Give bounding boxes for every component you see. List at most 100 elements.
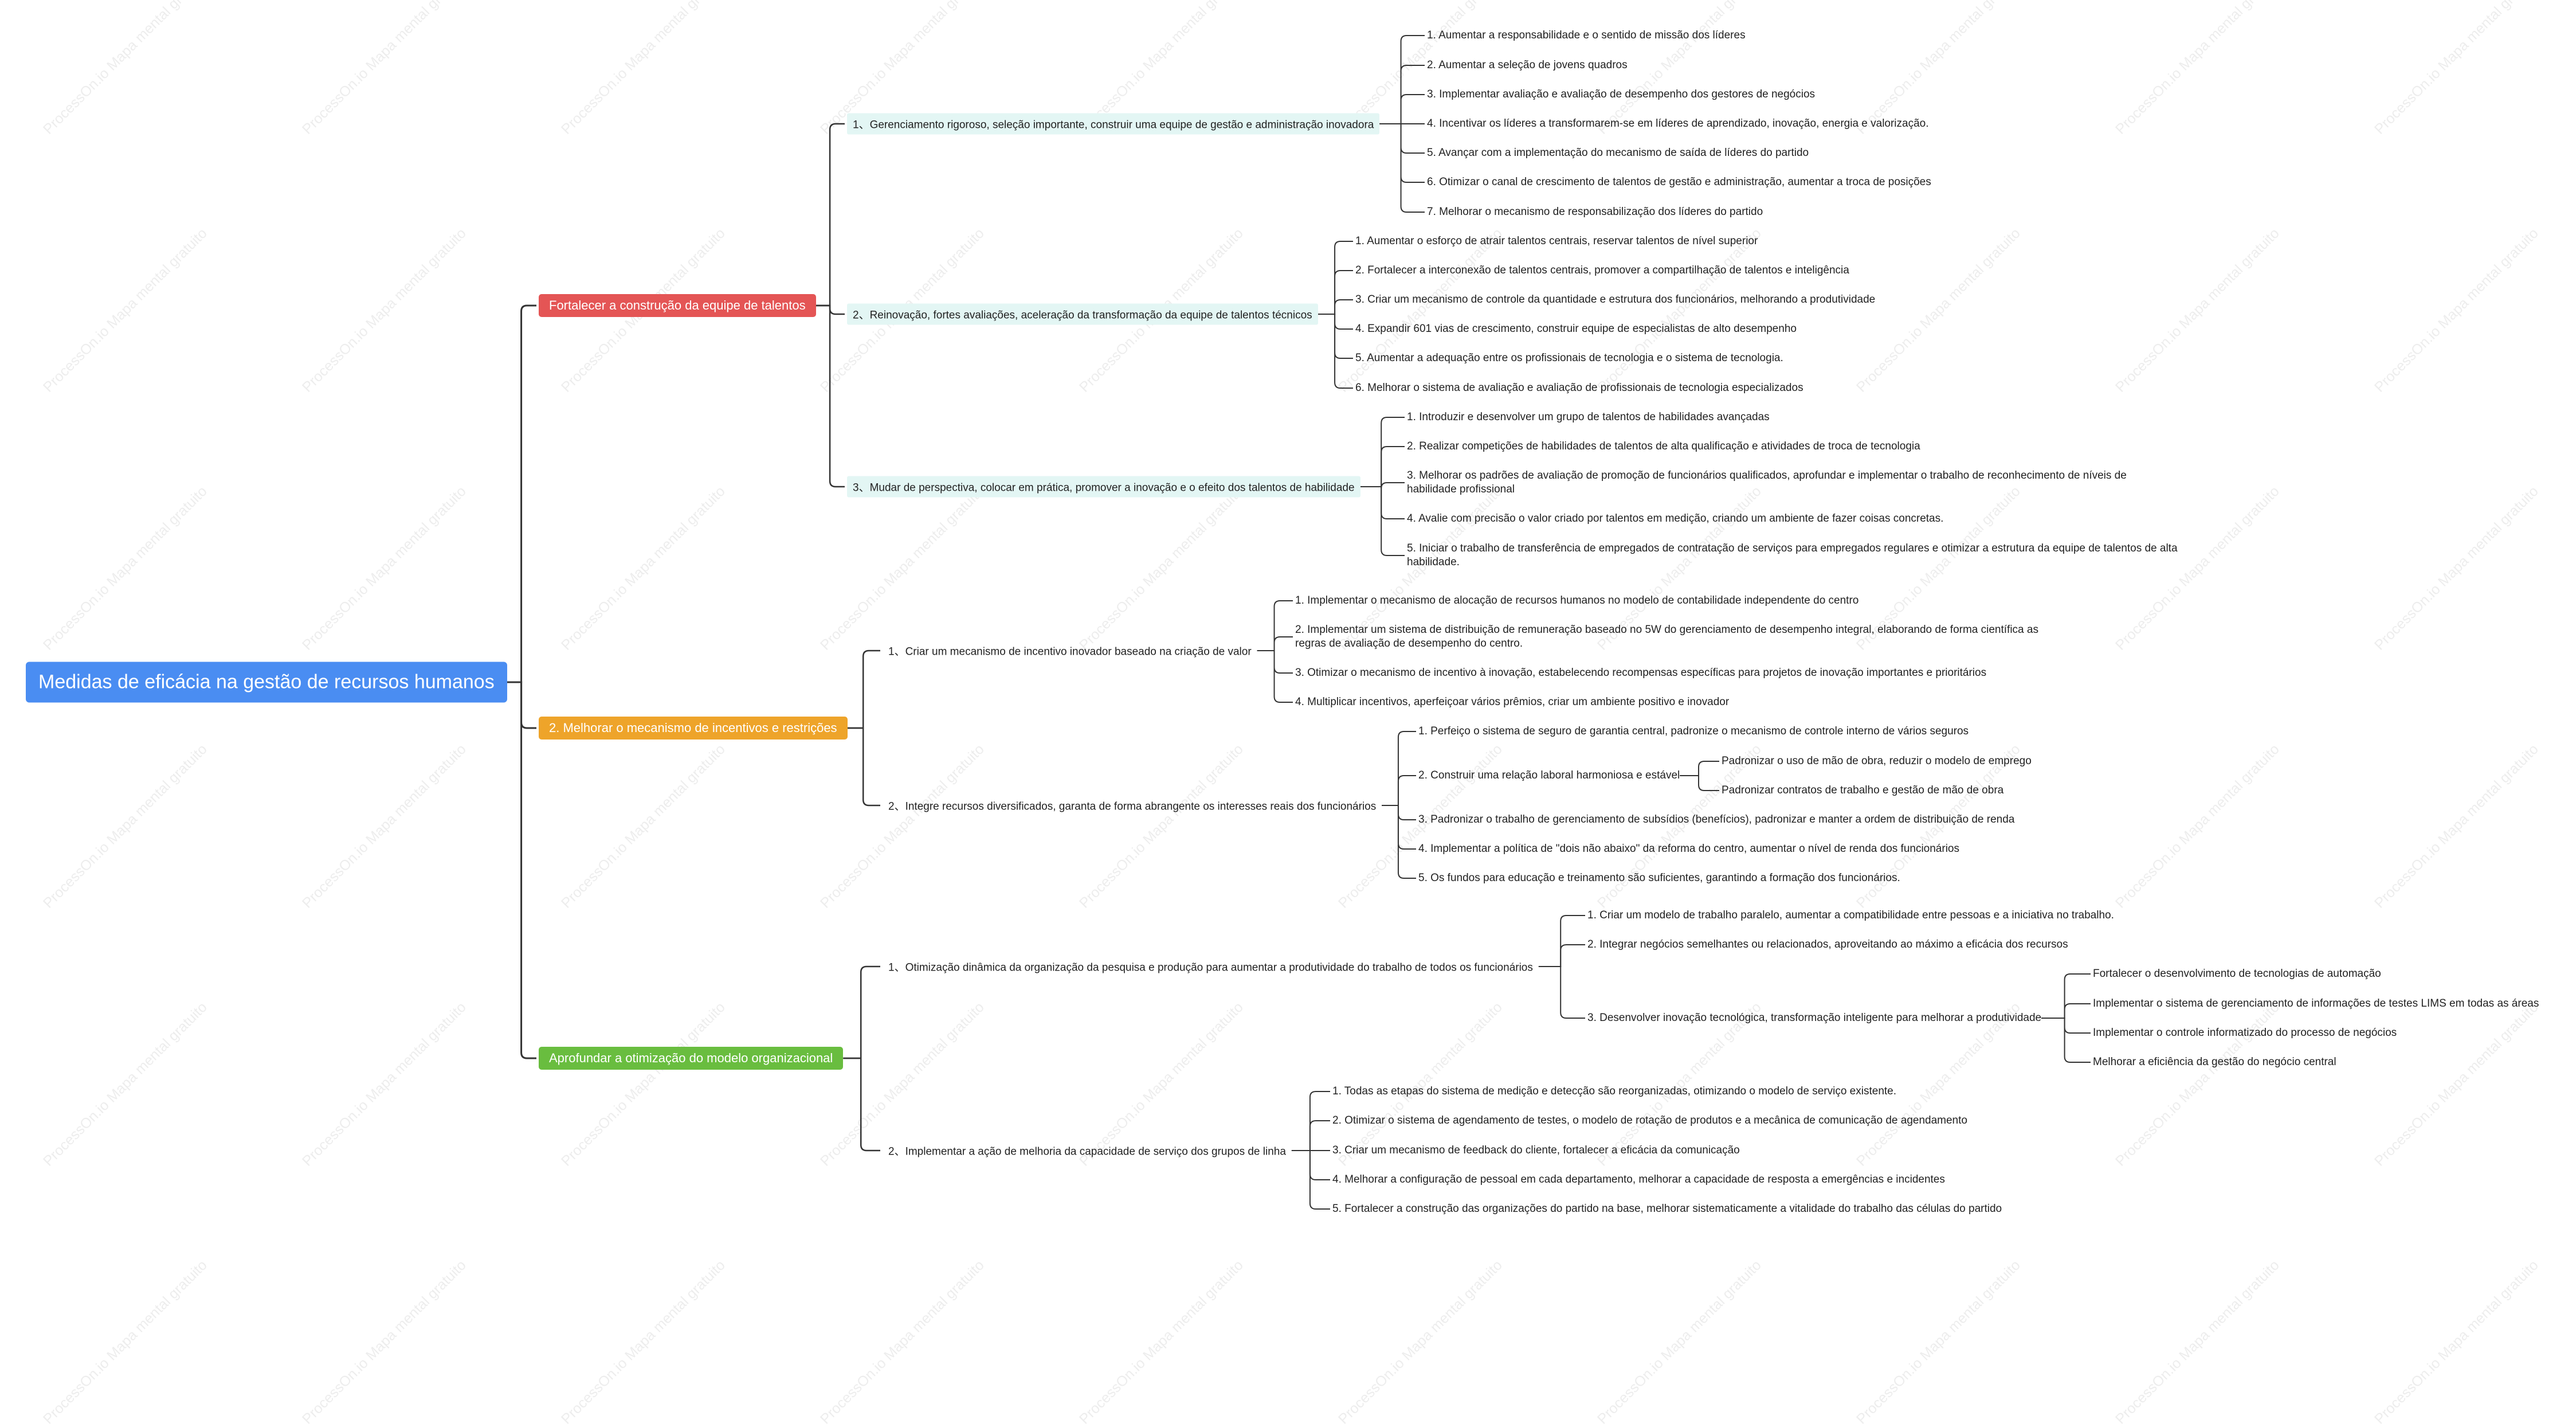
- connector-3: [815, 123, 845, 307]
- connector-10: [1379, 35, 1425, 124]
- watermark-text: ProcessOn.io Mapa mental gratuito: [558, 1257, 728, 1427]
- branch-1-sub-2-leaf-5[interactable]: 5. Aumentar a adequação entre os profiss…: [1355, 352, 1783, 364]
- branch-3-sub-1-leaf-3-child-2[interactable]: Implementar o sistema de gerenciamento d…: [2093, 997, 2539, 1010]
- connector-24: [1360, 446, 1405, 487]
- connector-2: [507, 681, 536, 1059]
- branch-3-sub-1-leaf-3-child-1[interactable]: Fortalecer o desenvolvimento de tecnolog…: [2093, 968, 2381, 980]
- branch-3-node[interactable]: Aprofundar a otimização do modelo organi…: [539, 1047, 844, 1070]
- branch-1-sub-1-leaf-4[interactable]: 4. Incentivar os líderes a transformarem…: [1427, 118, 1929, 130]
- branch-2-sub-2-leaf-5[interactable]: 5. Os fundos para educação e treinamento…: [1418, 872, 1900, 884]
- watermark-text: ProcessOn.io Mapa mental gratuito: [817, 1257, 987, 1427]
- branch-2-sub-2-leaf-1[interactable]: 1. Perfeiço o sistema de seguro de garan…: [1418, 725, 1969, 737]
- connector-33: [1382, 775, 1416, 806]
- connector-38: [1680, 775, 1719, 791]
- branch-1-sub-3-leaf-2[interactable]: 2. Realizar competições de habilidades d…: [1407, 440, 1920, 452]
- watermark-text: ProcessOn.io Mapa mental gratuito: [2112, 1257, 2283, 1427]
- branch-3-sub-1-leaf-2[interactable]: 2. Integrar negócios semelhantes ou rela…: [1587, 938, 2068, 950]
- connector-11: [1379, 65, 1425, 124]
- connector-16: [1379, 123, 1425, 213]
- connector-31: [1257, 650, 1293, 703]
- connector-6: [847, 650, 880, 729]
- branch-1-sub-2-leaf-1[interactable]: 1. Aumentar o esforço de atrair talentos…: [1355, 235, 1758, 247]
- branch-1-sub-2-leaf-3[interactable]: 3. Criar um mecanismo de controle da qua…: [1355, 294, 1876, 306]
- branch-3-sub-2-leaf-1[interactable]: 1. Todas as etapas do sistema de medição…: [1332, 1085, 1897, 1097]
- branch-2-sub-2[interactable]: 2、Integre recursos diversificados, garan…: [888, 800, 1377, 813]
- connector-lines: [507, 35, 2091, 1210]
- branch-2-sub-1-leaf-1[interactable]: 1. Implementar o mecanismo de alocação d…: [1295, 594, 1859, 607]
- branch-1-sub-3-leaf-4[interactable]: 4. Avalie com precisão o valor criado po…: [1407, 512, 1944, 525]
- branch-2-sub-1-leaf-2[interactable]: 2. Implementar um sistema de distribuiçã…: [1295, 624, 2038, 650]
- watermark-text: ProcessOn.io Mapa mental gratuito: [2371, 1257, 2542, 1427]
- branch-2-sub-1-leaf-4[interactable]: 4. Multiplicar incentivos, aperfeiçoar v…: [1295, 696, 1730, 708]
- branch-1-sub-1-leaf-7[interactable]: 7. Melhorar o mecanismo de responsabiliz…: [1427, 206, 1763, 218]
- branch-3-sub-1-leaf-1[interactable]: 1. Criar um modelo de trabalho paralelo,…: [1587, 909, 2114, 921]
- branch-2-sub-2-leaf-3[interactable]: 3. Padronizar o trabalho de gerenciament…: [1418, 813, 2015, 825]
- connector-17: [1318, 241, 1353, 315]
- branch-1-node[interactable]: Fortalecer a construção da equipe de tal…: [539, 294, 816, 317]
- branch-1-sub-2-leaf-6[interactable]: 6. Melhorar o sistema de avaliação e ava…: [1355, 382, 1803, 394]
- branch-1-sub-3-leaf-3[interactable]: 3. Melhorar os padrões de avaliação de p…: [1407, 470, 2127, 495]
- branch-3-sub-1-leaf-3-child-4[interactable]: Melhorar a eficiência da gestão do negóc…: [2093, 1056, 2336, 1068]
- branch-1-sub-1-leaf-5[interactable]: 5. Avançar com a implementação do mecani…: [1427, 147, 1809, 159]
- connector-45: [2041, 1018, 2091, 1063]
- branch-2-sub-2-leaf-2[interactable]: 2. Construir uma relação laboral harmoni…: [1418, 769, 1680, 781]
- branch-2-sub-1[interactable]: 1、Criar um mecanismo de incentivo inovad…: [888, 645, 1252, 658]
- connector-40: [1538, 944, 1585, 967]
- connector-37: [1680, 761, 1719, 776]
- connector-19: [1318, 299, 1353, 315]
- root-node[interactable]: Medidas de eficácia na gestão de recurso…: [26, 662, 507, 703]
- branch-1-sub-3-leaf-5[interactable]: 5. Iniciar o trabalho de transferência d…: [1407, 542, 2178, 568]
- branch-3-sub-1-leaf-3[interactable]: 3. Desenvolver inovação tecnológica, tra…: [1587, 1012, 2042, 1024]
- branch-2-sub-2-leaf-4[interactable]: 4. Implementar a política de "dois não a…: [1418, 843, 1959, 855]
- connector-18: [1318, 270, 1353, 315]
- branch-3-sub-2-leaf-3[interactable]: 3. Criar um mecanismo de feedback do cli…: [1332, 1144, 1740, 1156]
- connector-41: [1538, 966, 1585, 1019]
- watermark-text: ProcessOn.io Mapa mental gratuito: [1853, 1257, 2024, 1427]
- connector-36: [1382, 805, 1416, 879]
- connector-47: [1291, 1120, 1330, 1151]
- watermark-text: ProcessOn.io Mapa mental gratuito: [1335, 1257, 1505, 1427]
- branch-1-sub-1-leaf-6[interactable]: 6. Otimizar o canal de crescimento de ta…: [1427, 176, 1931, 188]
- watermark-text: ProcessOn.io Mapa mental gratuito: [1076, 1257, 1246, 1427]
- branch-1-sub-1-leaf-2[interactable]: 2. Aumentar a seleção de jovens quadros: [1427, 59, 1628, 71]
- branch-1-sub-2[interactable]: 2、Reinovação, fortes avaliações, acelera…: [847, 303, 1318, 325]
- mindmap-canvas: Medidas de eficácia na gestão de recurso…: [26, 29, 2539, 1215]
- connector-43: [2041, 1003, 2091, 1019]
- connector-46: [1291, 1091, 1330, 1151]
- branch-2-sub-2-leaf-2-child-2[interactable]: Padronizar contratos de trabalho e gestã…: [1722, 784, 2004, 796]
- connector-32: [1382, 731, 1416, 806]
- connector-9: [843, 1057, 880, 1152]
- connector-42: [2041, 973, 2091, 1019]
- connector-22: [1318, 314, 1353, 389]
- connector-12: [1379, 94, 1425, 124]
- branch-2-node[interactable]: 2. Melhorar o mecanismo de incentivos e …: [539, 717, 848, 740]
- branch-3-sub-2-leaf-4[interactable]: 4. Melhorar a configuração de pessoal em…: [1332, 1173, 1945, 1186]
- watermark-text: ProcessOn.io Mapa mental gratuito: [1594, 1257, 1765, 1427]
- connector-39: [1538, 915, 1585, 967]
- connector-23: [1360, 417, 1405, 487]
- branch-1-sub-1-leaf-3[interactable]: 3. Implementar avaliação e avaliação de …: [1427, 88, 1816, 100]
- branch-3-sub-2[interactable]: 2、Implementar a ação de melhoria da capa…: [888, 1145, 1286, 1158]
- connector-5: [815, 304, 845, 488]
- watermark-text: ProcessOn.io Mapa mental gratuito: [299, 1257, 469, 1427]
- branch-1-sub-2-leaf-2[interactable]: 2. Fortalecer a interconexão de talentos…: [1355, 264, 1849, 276]
- branch-3-sub-2-leaf-5[interactable]: 5. Fortalecer a construção das organizaç…: [1332, 1203, 2002, 1215]
- connector-29: [1257, 636, 1293, 651]
- branch-3-sub-2-leaf-2[interactable]: 2. Otimizar o sistema de agendamento de …: [1332, 1114, 1967, 1126]
- branch-2-sub-2-leaf-2-child-1[interactable]: Padronizar o uso de mão de obra, reduzir…: [1722, 755, 2032, 767]
- watermark-text: ProcessOn.io Mapa mental gratuito: [40, 1257, 210, 1427]
- branch-1-sub-1-leaf-1[interactable]: 1. Aumentar a responsabilidade e o senti…: [1427, 29, 1746, 41]
- connector-27: [1360, 486, 1405, 556]
- connector-8: [843, 965, 880, 1059]
- branch-3-sub-1-leaf-3-child-3[interactable]: Implementar o controle informatizado do …: [2093, 1027, 2397, 1039]
- connector-28: [1257, 600, 1293, 651]
- branch-1-sub-2-leaf-4[interactable]: 4. Expandir 601 vias de crescimento, con…: [1355, 323, 1797, 335]
- connector-50: [1291, 1150, 1330, 1210]
- connector-0: [507, 304, 536, 683]
- connector-7: [847, 727, 880, 807]
- branch-1-sub-3-leaf-1[interactable]: 1. Introduzir e desenvolver um grupo de …: [1407, 411, 1770, 423]
- branch-3-sub-1[interactable]: 1、Otimização dinâmica da organização da …: [888, 961, 1533, 974]
- branch-1-sub-1[interactable]: 1、Gerenciamento rigoroso, seleção import…: [847, 113, 1380, 135]
- branch-2-sub-1-leaf-3[interactable]: 3. Otimizar o mecanismo de incentivo à i…: [1295, 667, 1987, 679]
- branch-1-sub-3[interactable]: 3、Mudar de perspectiva, colocar em práti…: [847, 476, 1360, 498]
